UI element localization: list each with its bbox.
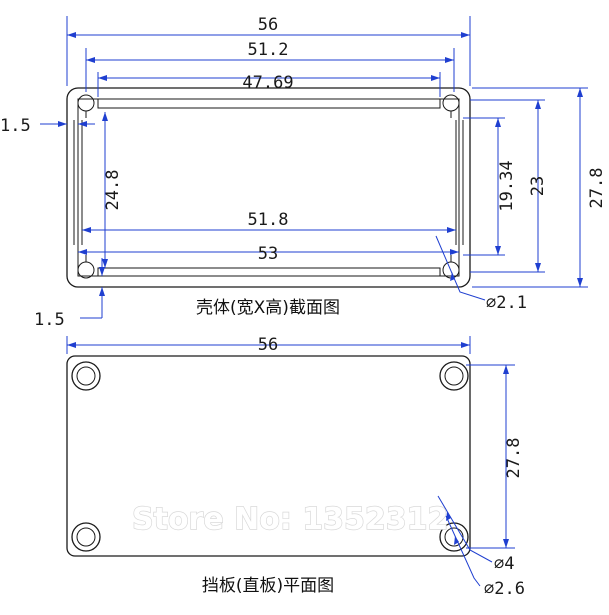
dim-outer-height: 27.8 — [472, 87, 607, 288]
svg-text:51.8: 51.8 — [248, 210, 289, 230]
dim-mid-height: 23 — [470, 99, 548, 273]
dim-outer-width: 56 — [66, 15, 471, 86]
end-plate-outline — [66, 355, 471, 557]
mounting-hole-top-left — [71, 361, 101, 391]
svg-text:56: 56 — [258, 15, 278, 35]
dim-inner-width: 47.69 — [97, 72, 441, 97]
section-view-caption: 壳体(宽X高)截面图 — [196, 298, 340, 318]
svg-text:⌀2.1: ⌀2.1 — [486, 293, 527, 313]
section-view: 56 51.2 47.69 1.5 24.8 51 — [0, 15, 607, 330]
dim-left-thickness: 1.5 — [0, 116, 95, 136]
top-lip — [97, 99, 441, 109]
svg-text:19.34: 19.34 — [497, 160, 517, 211]
plate-view: 56 27.8 ⌀4 ⌀2.6 Store No: 1352312 挡板(直板)… — [66, 335, 525, 599]
screw-channel-bottom-left — [77, 255, 95, 279]
svg-text:⌀4: ⌀4 — [494, 554, 514, 574]
svg-text:1.5: 1.5 — [34, 310, 65, 330]
plate-view-caption: 挡板(直板)平面图 — [202, 576, 334, 596]
dim-plate-width: 56 — [66, 335, 471, 355]
dim-inner-height: 24.8 — [102, 112, 123, 268]
right-slot-groove — [455, 120, 464, 245]
dim-bottom-thickness: 1.5 — [34, 258, 105, 330]
svg-text:⌀2.6: ⌀2.6 — [484, 579, 525, 599]
housing-outer-outline — [66, 87, 471, 288]
svg-text:27.8: 27.8 — [587, 168, 607, 209]
bottom-lip — [97, 267, 441, 276]
mounting-hole-bottom-left — [71, 522, 101, 552]
svg-text:53: 53 — [258, 244, 278, 264]
dim-slot-width: 51.2 — [85, 40, 455, 92]
dim-plate-height: 27.8 — [466, 364, 524, 549]
dim-hole-inner: ⌀4 — [437, 495, 514, 574]
store-watermark: Store No: 1352312 — [132, 502, 448, 537]
svg-text:23: 23 — [528, 176, 548, 196]
mounting-hole-top-right — [439, 361, 469, 391]
dim-hole-outer: ⌀2.6 — [445, 515, 525, 599]
dim-bottom-slot: 51.8 — [82, 210, 456, 233]
svg-text:27.8: 27.8 — [504, 438, 524, 479]
svg-text:56: 56 — [258, 335, 278, 355]
dim-screw-channel: ⌀2.1 — [435, 235, 527, 313]
svg-text:51.2: 51.2 — [248, 40, 289, 60]
svg-text:1.5: 1.5 — [0, 116, 31, 136]
svg-text:24.8: 24.8 — [103, 170, 123, 211]
dim-slot-height: 19.34 — [463, 117, 517, 256]
housing-inner-outline — [77, 98, 460, 277]
left-slot-groove — [73, 120, 83, 245]
dim-bottom-width: 53 — [78, 244, 459, 264]
screw-channel-top-right — [442, 94, 460, 118]
svg-text:47.69: 47.69 — [242, 73, 293, 93]
screw-channel-top-left — [77, 94, 95, 118]
